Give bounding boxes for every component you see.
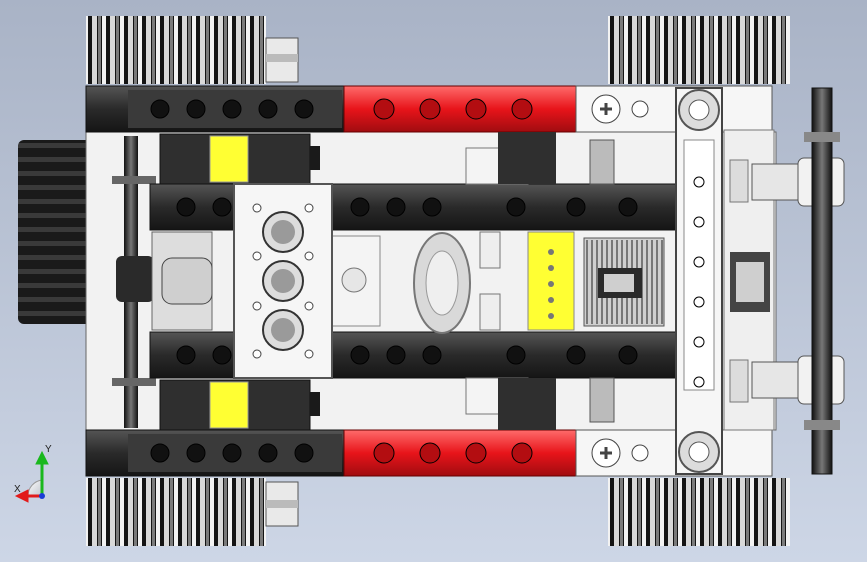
- wheel-front-left: [86, 16, 266, 84]
- motor-block-bottom: [159, 379, 320, 431]
- gear-tooth: [656, 240, 658, 324]
- wheel-front-right: [608, 16, 790, 84]
- gear-tooth: [596, 240, 598, 324]
- left-axle: [112, 136, 156, 428]
- beam-hole: [294, 443, 314, 463]
- chassis-beam-upper: [149, 183, 679, 231]
- center-gearbox: [151, 231, 381, 331]
- axis-triad: Y X: [14, 444, 52, 503]
- bottom-beam: [85, 429, 577, 477]
- beam-hole: [386, 345, 406, 365]
- beam-hole: [350, 197, 370, 217]
- beam-hole: [222, 99, 242, 119]
- gear-tooth: [591, 240, 593, 324]
- beam-hole: [693, 296, 705, 308]
- beam-hole: [511, 98, 533, 120]
- beam-hole: [258, 443, 278, 463]
- center-light-blocks: [465, 132, 615, 430]
- white-brick: [233, 183, 333, 379]
- beam-hole: [465, 98, 487, 120]
- y-axis-label: Y: [45, 444, 52, 455]
- x-axis-arrowhead: [14, 489, 29, 503]
- beam-hole: [422, 197, 442, 217]
- top-beam: [85, 85, 577, 133]
- tire-left-side: [18, 140, 92, 324]
- wheel-hub-top: [265, 37, 299, 83]
- gear-tooth: [661, 240, 663, 324]
- beam-hole: [422, 345, 442, 365]
- beam-hole: [618, 197, 638, 217]
- x-axis-label: X: [14, 484, 21, 495]
- beam-hole: [386, 197, 406, 217]
- beam-hole: [222, 443, 242, 463]
- beam-hole: [419, 98, 441, 120]
- corner-plate-top-right: [575, 85, 773, 133]
- beam-hole: [373, 442, 395, 464]
- wheel-rear-left: [86, 478, 266, 546]
- beam-hole: [176, 197, 196, 217]
- steering-linkage: [723, 129, 845, 431]
- beam-hole: [294, 99, 314, 119]
- beam-hole: [566, 197, 586, 217]
- beam-hole: [212, 197, 232, 217]
- beam-hole: [693, 256, 705, 268]
- beam-hole: [419, 442, 441, 464]
- wheel-rear-right: [608, 478, 790, 546]
- beam-hole: [258, 99, 278, 119]
- right-white-beam: [675, 87, 723, 475]
- yellow-plate: [527, 231, 575, 331]
- beam-hole: [212, 345, 232, 365]
- beam-hole: [176, 345, 196, 365]
- right-axle: [804, 87, 840, 475]
- gear-tooth: [586, 240, 588, 324]
- beam-hole: [150, 443, 170, 463]
- turntable-gear: [413, 232, 471, 334]
- wheel-hub-bottom: [265, 481, 299, 527]
- corner-plate-bottom-right: [575, 429, 773, 477]
- gear-tooth: [646, 240, 648, 324]
- motor-block-top: [159, 133, 320, 185]
- beam-hole: [506, 345, 526, 365]
- z-axis-dot: [39, 493, 45, 499]
- beam-hole: [618, 345, 638, 365]
- beam-hole: [350, 345, 370, 365]
- y-axis-arrowhead: [35, 450, 49, 465]
- chassis-beam-lower: [149, 331, 679, 379]
- beam-hole: [186, 443, 206, 463]
- beam-hole: [693, 336, 705, 348]
- beam-hole: [566, 345, 586, 365]
- beam-hole: [506, 197, 526, 217]
- beam-hole: [186, 99, 206, 119]
- beam-hole: [693, 376, 705, 388]
- beam-hole: [150, 99, 170, 119]
- gear-stack: [583, 237, 665, 327]
- beam-hole: [693, 176, 705, 188]
- beam-hole: [373, 98, 395, 120]
- beam-hole: [693, 216, 705, 228]
- beam-hole: [465, 442, 487, 464]
- beam-hole: [511, 442, 533, 464]
- gear-tooth: [651, 240, 653, 324]
